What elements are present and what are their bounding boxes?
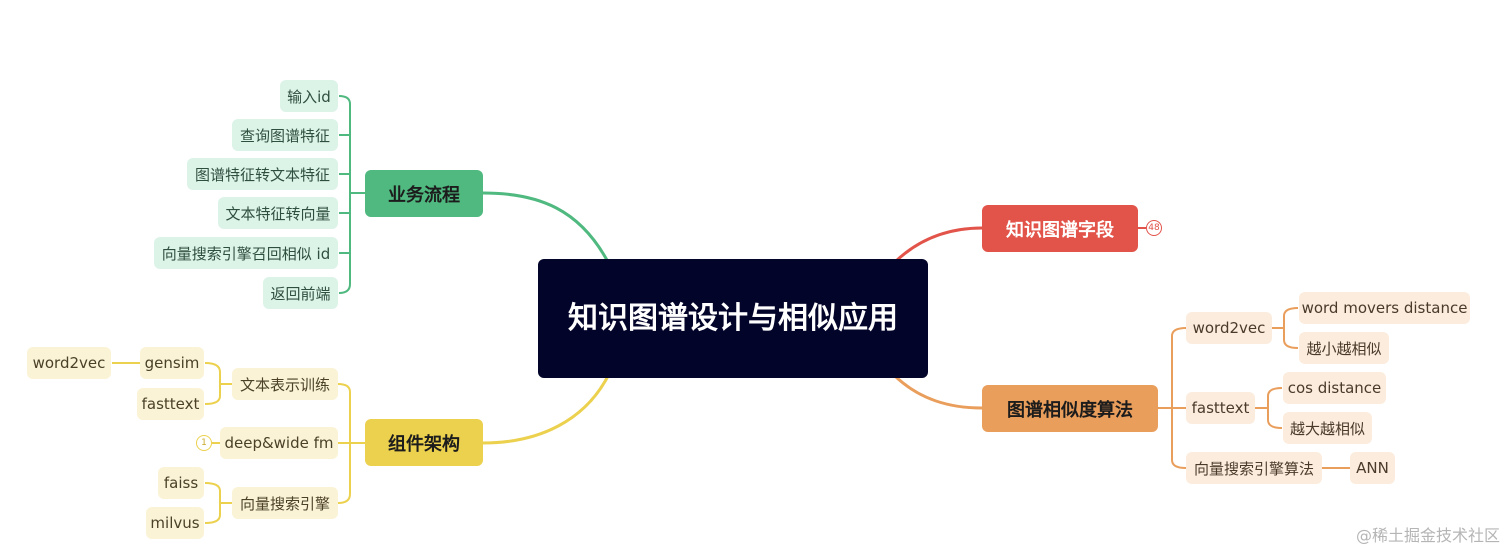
topic-similarity-algorithms[interactable]: 图谱相似度算法 bbox=[982, 385, 1158, 432]
subtopic-label: word2vec bbox=[1192, 319, 1266, 337]
subtopic-label: ANN bbox=[1356, 459, 1389, 477]
subtopic-query-features[interactable]: 查询图谱特征 bbox=[232, 119, 338, 151]
subtopic-faiss[interactable]: faiss bbox=[158, 467, 204, 499]
subtopic-smaller-more-similar[interactable]: 越小越相似 bbox=[1299, 332, 1389, 364]
subtopic-graph-to-text[interactable]: 图谱特征转文本特征 bbox=[187, 158, 338, 190]
subtopic-label: 向量搜索引擎召回相似 id bbox=[161, 244, 331, 263]
subtopic-input-id[interactable]: 输入id bbox=[280, 80, 338, 112]
root-topic[interactable]: 知识图谱设计与相似应用 bbox=[538, 259, 928, 378]
subtopic-label: cos distance bbox=[1287, 379, 1382, 397]
subtopic-label: faiss bbox=[163, 474, 199, 492]
subtopic-text-to-vector[interactable]: 文本特征转向量 bbox=[218, 197, 338, 229]
subtopic-label: word movers distance bbox=[1301, 299, 1468, 317]
subtopic-fasttext-algo[interactable]: fasttext bbox=[1186, 392, 1255, 424]
subtopic-label: 查询图谱特征 bbox=[239, 126, 330, 145]
subtopic-fasttext[interactable]: fasttext bbox=[137, 388, 204, 420]
subtopic-label: 文本特征转向量 bbox=[225, 204, 331, 223]
topic-business-flow[interactable]: 业务流程 bbox=[365, 170, 483, 217]
subtopic-label: 越小越相似 bbox=[1306, 339, 1382, 358]
subtopic-label: gensim bbox=[144, 354, 200, 372]
subtopic-label: fasttext bbox=[1191, 399, 1250, 417]
subtopic-label: 文本表示训练 bbox=[239, 375, 330, 394]
subtopic-vector-search-algo[interactable]: 向量搜索引擎算法 bbox=[1186, 452, 1322, 484]
subtopic-label: 输入id bbox=[287, 87, 331, 106]
subtopic-cos-distance[interactable]: cos distance bbox=[1283, 372, 1386, 404]
subtopic-larger-more-similar[interactable]: 越大越相似 bbox=[1283, 412, 1372, 444]
badge-count: 1 bbox=[201, 438, 207, 448]
subtopic-label: fasttext bbox=[141, 395, 200, 413]
topic-label: 业务流程 bbox=[388, 184, 460, 206]
subtopic-text-repr-training[interactable]: 文本表示训练 bbox=[232, 368, 338, 400]
subtopic-word2vec[interactable]: word2vec bbox=[27, 347, 111, 379]
subtopic-label: 向量搜索引擎 bbox=[239, 494, 330, 513]
subtopic-word-movers-distance[interactable]: word movers distance bbox=[1299, 292, 1470, 324]
root-title: 知识图谱设计与相似应用 bbox=[568, 300, 898, 336]
subtopic-gensim[interactable]: gensim bbox=[140, 347, 204, 379]
subtopic-vector-recall[interactable]: 向量搜索引擎召回相似 id bbox=[154, 237, 338, 269]
topic-label: 知识图谱字段 bbox=[1006, 219, 1114, 241]
subtopic-label: 图谱特征转文本特征 bbox=[194, 165, 330, 184]
subtopic-deep-wide-fm[interactable]: deep&wide fm bbox=[220, 427, 338, 459]
collapsed-count-badge[interactable]: 1 bbox=[196, 435, 212, 451]
topic-component-architecture[interactable]: 组件架构 bbox=[365, 419, 483, 466]
topic-label: 组件架构 bbox=[388, 433, 460, 455]
subtopic-label: word2vec bbox=[32, 354, 106, 372]
subtopic-word2vec-algo[interactable]: word2vec bbox=[1186, 312, 1272, 344]
subtopic-label: 越大越相似 bbox=[1289, 419, 1365, 438]
watermark: @稀土掘金技术社区 bbox=[1355, 526, 1500, 545]
subtopic-ann[interactable]: ANN bbox=[1350, 452, 1395, 484]
subtopic-label: 向量搜索引擎算法 bbox=[1193, 459, 1314, 478]
subtopic-return-frontend[interactable]: 返回前端 bbox=[263, 277, 338, 309]
badge-count: 48 bbox=[1148, 223, 1160, 233]
topic-label: 图谱相似度算法 bbox=[1007, 399, 1133, 421]
subtopic-label: milvus bbox=[150, 514, 200, 532]
collapsed-count-badge[interactable]: 48 bbox=[1146, 220, 1162, 236]
subtopic-milvus[interactable]: milvus bbox=[146, 507, 204, 539]
topic-knowledge-graph-fields[interactable]: 知识图谱字段 bbox=[982, 205, 1138, 252]
subtopic-vector-search-engine[interactable]: 向量搜索引擎 bbox=[232, 487, 338, 519]
subtopic-label: 返回前端 bbox=[270, 284, 331, 303]
subtopic-label: deep&wide fm bbox=[224, 434, 334, 452]
